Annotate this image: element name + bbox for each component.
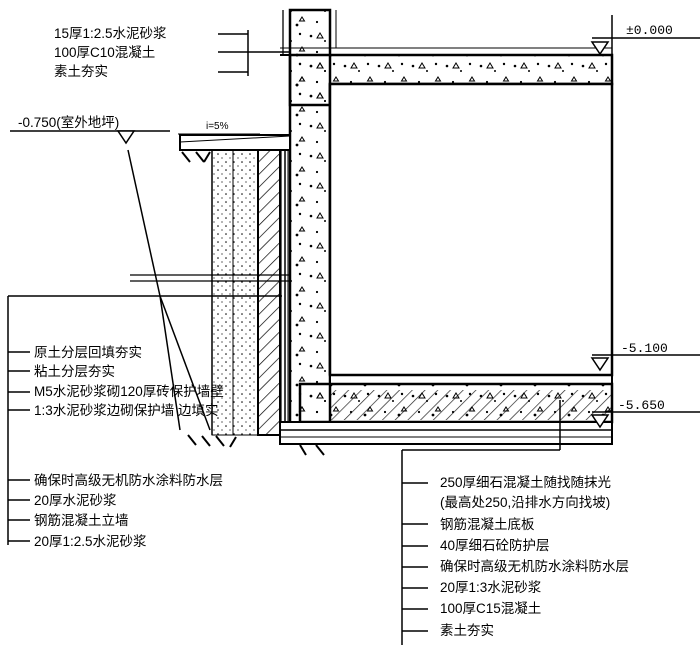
note-slab-1: 250厚细石混凝土随找随抹光 (440, 475, 611, 490)
inner-chamber (328, 82, 614, 377)
note-top-1: 15厚1:2.5水泥砂浆 (54, 26, 167, 41)
note-wall-5: 确保时高级无机防水涂料防水层 (34, 472, 223, 488)
note-wall-3: M5水泥砂浆砌120厚砖保护墙壁 (34, 384, 224, 399)
top-left-notes: 15厚1:2.5水泥砂浆 100厚C10混凝土 素土夯实 (54, 26, 167, 79)
topping-layer (330, 390, 612, 420)
note-slab-4: 40厚细石砼防护层 (440, 538, 550, 553)
elevation-top-label: ±0.000 (626, 23, 673, 38)
note-slab-8: 素土夯实 (440, 623, 494, 638)
note-slab-7: 100厚C15混凝土 (440, 601, 541, 616)
note-wall-6: 20厚水泥砂浆 (34, 493, 117, 508)
note-slab-5: 确保时高级无机防水涂料防水层 (440, 558, 629, 574)
elevation-marker-bottom: -5.650 (590, 398, 700, 429)
left-wall-notes: 原土分层回填夯实 粘土分层夯实 M5水泥砂浆砌120厚砖保护墙壁 1:3水泥砂浆… (34, 345, 224, 549)
slope-label: i=5% (206, 121, 229, 132)
rc-wall (288, 8, 332, 432)
note-wall-7: 钢筋混凝土立墙 (34, 512, 129, 528)
note-wall-4: 1:3水泥砂浆边砌保护墙 边填实 (34, 403, 219, 418)
brick-protection-wall (257, 149, 281, 436)
sub-base-layers (279, 421, 613, 445)
bottom-slab (329, 374, 613, 385)
note-wall-2: 粘土分层夯实 (34, 364, 115, 379)
outdoor-grade-marker: -0.750(室外地坪) i=5% (10, 114, 260, 145)
grade-cap (179, 134, 291, 151)
outdoor-grade-label: -0.750(室外地坪) (18, 114, 119, 130)
backfill (211, 149, 259, 436)
elevation-marker-floor: -5.100 (590, 341, 700, 372)
note-top-2: 100厚C10混凝土 (54, 45, 155, 60)
note-slab-3: 钢筋混凝土底板 (440, 516, 535, 532)
ground-marks (181, 151, 325, 456)
note-slab-6: 20厚1:3水泥砂浆 (440, 580, 542, 595)
leader-lines (7, 30, 561, 645)
note-slab-2: (最高处250,沿排水方向找坡) (440, 494, 610, 510)
elevation-bottom-label: -5.650 (618, 398, 665, 413)
note-wall-1: 原土分层回填夯实 (34, 345, 142, 360)
elevation-marker-top: ±0.000 (590, 23, 700, 56)
note-top-3: 素土夯实 (54, 64, 108, 79)
elevation-floor-label: -5.100 (621, 341, 668, 356)
bottom-slab-notes: 250厚细石混凝土随找随抹光 (最高处250,沿排水方向找坡) 钢筋混凝土底板 … (440, 475, 629, 638)
note-wall-8: 20厚1:2.5水泥砂浆 (34, 534, 147, 549)
